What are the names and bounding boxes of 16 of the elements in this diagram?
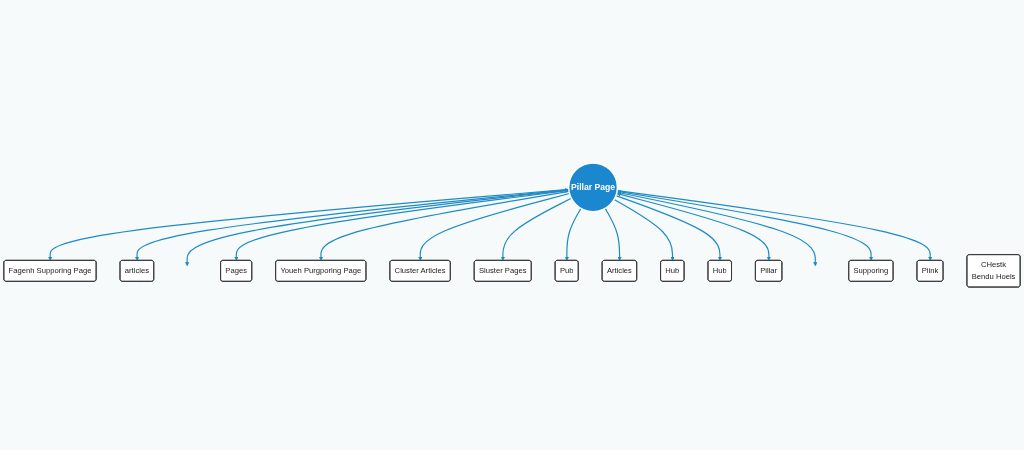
arrow [418, 192, 571, 261]
arrow [617, 189, 874, 261]
arrow [48, 188, 570, 261]
arrow [604, 207, 622, 261]
arrow [135, 188, 569, 261]
arrow [564, 207, 582, 261]
arrow [318, 190, 570, 261]
arrow [234, 188, 569, 261]
arrow [616, 192, 771, 261]
arrow [613, 198, 675, 261]
arrow [500, 197, 572, 261]
arrow [185, 189, 570, 267]
arrow [616, 191, 818, 267]
arrow [615, 195, 723, 261]
arrow [616, 190, 933, 261]
node-circle: Pillar Page [567, 162, 619, 213]
